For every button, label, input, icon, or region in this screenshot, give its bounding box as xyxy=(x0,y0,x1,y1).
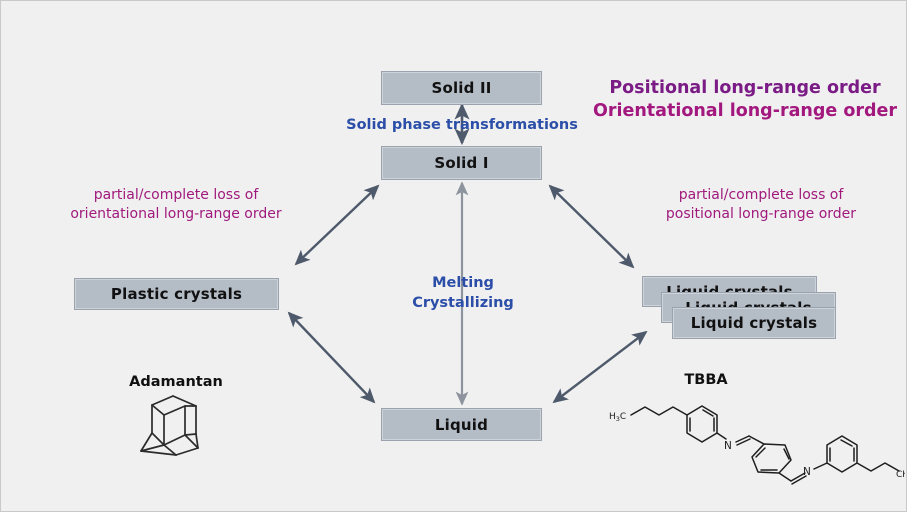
box-solid-2-label: Solid II xyxy=(431,79,492,97)
label-tbba: TBBA xyxy=(684,372,728,388)
nitrogen-right: N xyxy=(803,466,811,478)
box-solid-2[interactable]: Solid II xyxy=(381,71,542,105)
nitrogen-left: N xyxy=(724,440,732,452)
label-solid-phase-transformations: Solid phase transformations xyxy=(346,117,578,133)
label-loss-positional-line1: partial/complete loss of xyxy=(678,187,844,203)
tbba-structure: H3C N N CH3 xyxy=(609,405,905,485)
label-crystallizing: Crystallizing xyxy=(412,294,514,311)
arrow-plastic-liquid xyxy=(287,311,376,404)
label-loss-positional: partial/complete loss of positional long… xyxy=(621,186,901,224)
label-melting-crystallizing: Melting Crystallizing xyxy=(397,274,529,313)
box-solid-1[interactable]: Solid I xyxy=(381,146,542,180)
positional-order-header: Positional long-range order xyxy=(609,78,881,98)
label-loss-positional-line2: positional long-range order xyxy=(665,205,857,222)
box-liquid[interactable]: Liquid xyxy=(381,408,542,441)
label-adamantan: Adamantan xyxy=(129,374,223,390)
arrow-liquid-liquidcrystals xyxy=(552,330,648,404)
box-liquid-label: Liquid xyxy=(434,415,489,434)
order-header-block: Positional long-range order Orientationa… xyxy=(586,77,904,123)
box-liquid-crystals-front-label: Liquid crystals xyxy=(690,314,818,332)
tbba-right-methyl: CH3 xyxy=(896,470,905,481)
box-liquid-crystals-front[interactable]: Liquid crystals xyxy=(672,307,836,339)
orientational-order-header: Orientational long-range order xyxy=(592,101,898,122)
box-plastic-crystals-label: Plastic crystals xyxy=(110,285,243,303)
box-solid-1-label: Solid I xyxy=(434,154,489,172)
adamantane-structure xyxy=(140,395,199,456)
label-loss-orientational: partial/complete loss of orientational l… xyxy=(31,186,321,224)
label-loss-orientational-line2: orientational long-range order xyxy=(70,205,282,222)
label-loss-orientational-line1: partial/complete loss of xyxy=(93,187,259,203)
label-melting: Melting xyxy=(432,275,494,291)
box-plastic-crystals[interactable]: Plastic crystals xyxy=(74,278,279,310)
tbba-left-methyl: H3C xyxy=(609,412,626,423)
